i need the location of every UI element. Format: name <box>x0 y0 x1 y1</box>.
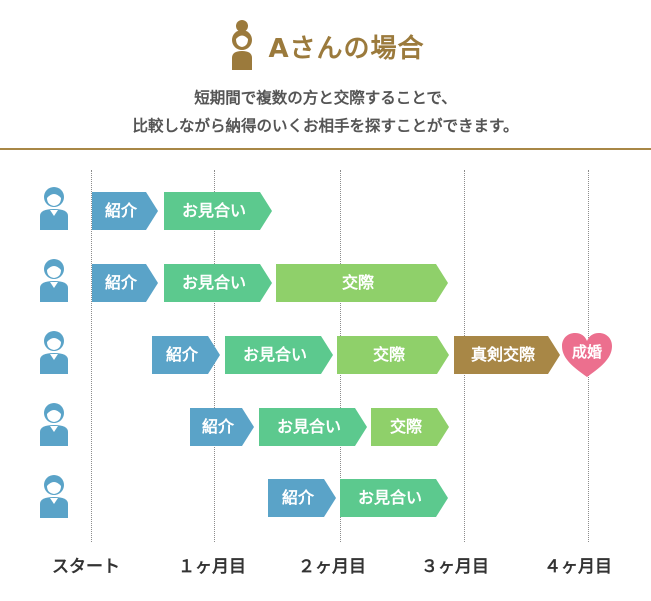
segment-kosai: 交際 <box>276 264 448 302</box>
divider <box>0 148 651 150</box>
header: Aさんの場合 短期間で複数の方と交際することで、 比較しながら納得のいくお相手を… <box>0 0 651 150</box>
person-icon <box>36 402 72 446</box>
person-icon <box>36 258 72 302</box>
woman-icon <box>226 18 258 74</box>
axis-label-month-4: ４ヶ月目 <box>544 557 612 577</box>
title-row: Aさんの場合 <box>0 18 651 74</box>
person-icon <box>36 474 72 518</box>
axis-label-month-1: １ヶ月目 <box>178 557 246 577</box>
segment-miai: お見合い <box>259 408 367 446</box>
segment-intro: 紹介 <box>152 336 220 374</box>
page-title: Aさんの場合 <box>268 33 425 64</box>
segment-kosai: 交際 <box>337 336 449 374</box>
subtitle-line-2: 比較しながら納得のいくお相手を探すことができます。 <box>132 117 519 135</box>
segment-miai: お見合い <box>225 336 333 374</box>
month-line-start <box>91 170 92 542</box>
axis-label-month-2: ２ヶ月目 <box>298 557 366 577</box>
segment-shinken: 真剣交際 <box>454 336 560 374</box>
subtitle-line-1: 短期間で複数の方と交際することで、 <box>194 89 457 107</box>
axis-label-start: スタート <box>52 557 120 577</box>
segment-intro: 紹介 <box>268 479 336 517</box>
segment-miai: お見合い <box>164 192 272 230</box>
heart-icon: 成婚 <box>560 331 614 379</box>
segment-intro: 紹介 <box>190 408 254 446</box>
person-icon <box>36 186 72 230</box>
segment-miai: お見合い <box>340 479 448 517</box>
axis-label-month-3: ３ヶ月目 <box>421 557 489 577</box>
segment-intro: 紹介 <box>92 192 158 230</box>
segment-intro: 紹介 <box>92 264 158 302</box>
segment-kosai: 交際 <box>371 408 449 446</box>
person-icon <box>36 330 72 374</box>
segment-miai: お見合い <box>164 264 272 302</box>
marriage-label: 成婚 <box>571 343 602 361</box>
